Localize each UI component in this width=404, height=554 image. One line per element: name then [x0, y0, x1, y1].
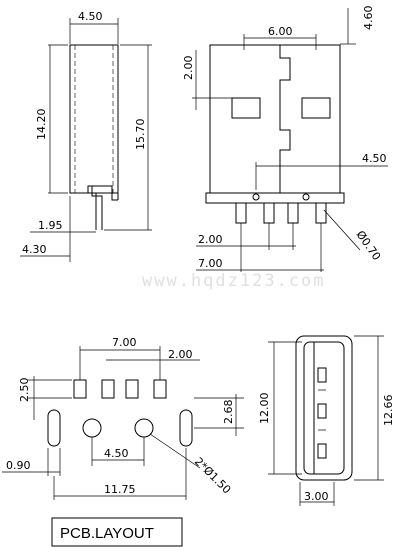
dim-pcb-row-gap: 2.68: [222, 400, 235, 425]
dim-bottom-width: 3.00: [304, 490, 329, 503]
pcb-label-box: [51, 517, 183, 547]
dim-front-pin-dia: Ø0.70: [354, 228, 384, 263]
dim-front-hole-offset: 2.00: [182, 56, 195, 81]
dim-side-base: 4.30: [22, 243, 47, 256]
dim-front-pin-span: 4.50: [362, 152, 387, 165]
dim-side-height-inner: 14.20: [35, 109, 48, 141]
dim-side-width: 4.50: [78, 10, 103, 23]
dim-pcb-span-outer: 7.00: [112, 336, 137, 349]
bottom-view: 12.00 12.66 3.00: [258, 335, 395, 506]
side-view: 4.50 14.20 15.70 1.95 4.30: [20, 10, 152, 262]
pcb-label: PCB.LAYOUT: [60, 525, 154, 542]
watermark: www.hqdz123.com: [142, 271, 326, 291]
pcb-layout: 7.00 2.00 2.50 2.68 4.50 2*Ø1.50: [2, 336, 244, 500]
dim-pcb-hole-dia: 2*Ø1.50: [192, 455, 233, 496]
dim-front-total-pins: 7.00: [198, 257, 223, 270]
dim-pcb-total: 11.75: [104, 483, 136, 496]
dim-bottom-height-total: 12.66: [382, 395, 395, 427]
dim-side-height-total: 15.70: [134, 119, 147, 151]
dim-front-top-width: 6.00: [268, 25, 293, 38]
dim-pcb-pad-height: 2.50: [18, 378, 31, 403]
dim-side-foot: 1.95: [38, 219, 63, 232]
dim-pcb-hole-span: 4.50: [104, 447, 129, 460]
front-view: 6.00 4.60 2.00 4.50 2.00: [182, 6, 388, 272]
dim-front-pin-pitch: 2.00: [198, 233, 223, 246]
dim-pcb-pitch: 2.00: [168, 348, 193, 361]
dim-pcb-slot-width: 0.90: [6, 459, 31, 472]
dim-front-top-gap: 4.60: [362, 6, 375, 31]
dim-bottom-height: 12.00: [258, 393, 271, 425]
